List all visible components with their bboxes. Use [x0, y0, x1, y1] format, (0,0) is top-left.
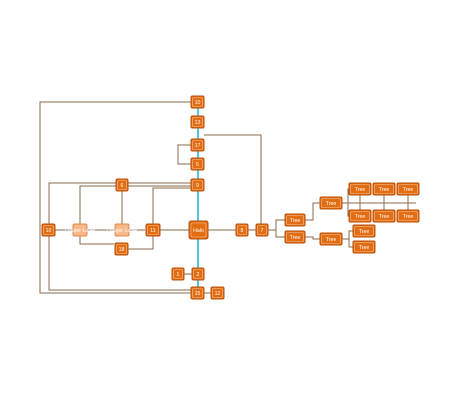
- svg-text:10: 10: [46, 228, 52, 234]
- edge-7-tree: [267, 219, 285, 238]
- node-tree-f1[interactable]: Tree: [348, 209, 372, 223]
- node-tree-d[interactable]: Tree: [319, 232, 343, 246]
- edge-9-10left: [48, 182, 191, 224]
- svg-text:Tree: Tree: [290, 218, 301, 224]
- node-9[interactable]: 9: [190, 178, 205, 192]
- svg-text:Longer Label: Longer Label: [65, 228, 95, 234]
- node-15[interactable]: 15: [190, 286, 205, 300]
- svg-text:Tree: Tree: [326, 201, 337, 207]
- node-10-left[interactable]: 10: [41, 223, 56, 237]
- node-18[interactable]: 18: [114, 242, 129, 256]
- svg-text:Tree: Tree: [290, 235, 301, 241]
- svg-text:Tree: Tree: [355, 187, 366, 193]
- svg-text:11: 11: [150, 228, 155, 234]
- edge-treeB-treeD: [305, 236, 320, 240]
- node-tree-f2[interactable]: Tree: [372, 209, 396, 223]
- svg-text:Halo: Halo: [193, 228, 204, 234]
- svg-text:10: 10: [195, 100, 201, 106]
- svg-text:Tree: Tree: [379, 187, 390, 193]
- node-12[interactable]: 12: [210, 286, 225, 300]
- edge-10-15-outer: [39, 101, 191, 294]
- nodes: 10 13 17 5 9 6 10: [41, 95, 420, 300]
- svg-text:6: 6: [121, 183, 124, 189]
- node-tree-a[interactable]: Tree: [284, 213, 306, 227]
- node-2[interactable]: 2: [191, 267, 205, 281]
- node-13[interactable]: 13: [190, 115, 205, 129]
- svg-text:9: 9: [196, 183, 199, 189]
- svg-text:18: 18: [119, 247, 125, 253]
- svg-text:Tree: Tree: [359, 229, 370, 235]
- node-tree-g1[interactable]: Tree: [352, 224, 376, 238]
- svg-text:Tree: Tree: [403, 214, 414, 220]
- node-tree-c[interactable]: Tree: [319, 196, 343, 210]
- edges: [39, 101, 416, 294]
- node-tree-g2[interactable]: Tree: [352, 240, 376, 254]
- edge-13-7: [204, 134, 262, 224]
- node-11[interactable]: 11: [145, 223, 161, 237]
- node-tree-e3[interactable]: Tree: [396, 182, 420, 196]
- node-halo[interactable]: Halo: [188, 220, 209, 240]
- edge-6-longer1: [79, 185, 116, 224]
- edge-11-18: [128, 236, 154, 250]
- svg-text:17: 17: [195, 143, 201, 149]
- svg-text:2: 2: [197, 272, 200, 278]
- svg-text:12: 12: [215, 291, 221, 297]
- svg-text:Tree: Tree: [355, 214, 366, 220]
- svg-text:Tree: Tree: [403, 187, 414, 193]
- edge-9-11: [152, 187, 191, 224]
- svg-text:13: 13: [195, 120, 201, 126]
- node-10-top[interactable]: 10: [190, 95, 205, 109]
- edge-17-5: [177, 144, 191, 165]
- node-longer-label-2[interactable]: Longer Label: [107, 223, 137, 237]
- node-longer-label-1[interactable]: Longer Label: [65, 223, 95, 237]
- edge-treeD-leaves: [342, 230, 353, 248]
- edge-10left-15: [48, 236, 191, 291]
- svg-text:Longer Label: Longer Label: [107, 228, 137, 234]
- edge-treeA-treeC: [305, 202, 320, 221]
- node-5[interactable]: 5: [190, 157, 205, 171]
- svg-text:8: 8: [241, 228, 244, 234]
- svg-text:7: 7: [261, 228, 264, 234]
- node-7[interactable]: 7: [255, 223, 269, 237]
- svg-text:1: 1: [177, 272, 180, 278]
- node-8[interactable]: 8: [235, 223, 249, 237]
- node-tree-b[interactable]: Tree: [284, 230, 306, 244]
- edge-longer1-18: [79, 236, 114, 245]
- node-tree-e1[interactable]: Tree: [348, 182, 372, 196]
- node-1[interactable]: 1: [171, 267, 185, 281]
- svg-text:Tree: Tree: [326, 237, 337, 243]
- svg-text:Tree: Tree: [379, 214, 390, 220]
- node-tree-e2[interactable]: Tree: [372, 182, 396, 196]
- svg-text:Tree: Tree: [359, 245, 370, 251]
- svg-text:5: 5: [196, 162, 199, 168]
- svg-text:15: 15: [195, 291, 201, 297]
- edge-treeC-top: [342, 188, 416, 211]
- node-tree-f3[interactable]: Tree: [396, 209, 420, 223]
- node-6[interactable]: 6: [115, 178, 129, 192]
- node-17[interactable]: 17: [190, 138, 205, 152]
